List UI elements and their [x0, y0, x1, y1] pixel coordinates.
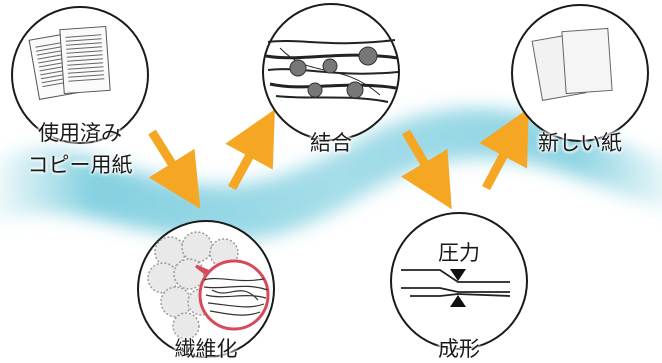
magnifier-icon: [195, 259, 270, 331]
label-pressure: 圧力: [438, 241, 480, 265]
stage-bonding: [262, 3, 400, 141]
label-bonding: 結合: [310, 131, 352, 155]
label-fiberization: 繊維化: [174, 337, 238, 361]
press-icon: [401, 269, 511, 307]
label-used-paper-line1: 使用済み: [38, 121, 122, 145]
arrow-forming-to-new: [479, 108, 529, 191]
stage-new-paper: [511, 4, 649, 142]
arrow-used-to-fiber: [148, 129, 201, 209]
paper-stack-icon: [28, 25, 111, 100]
label-new-paper: 新しい紙: [538, 131, 622, 155]
arrow-bonding-to-forming: [401, 129, 452, 210]
fiber-bonding-icon: [265, 39, 399, 103]
label-used-paper-line2: コピー用紙: [27, 153, 133, 177]
flow-arrows: [148, 108, 529, 210]
stage-fiberization: [137, 220, 275, 358]
arrow-fiber-to-bonding: [225, 109, 275, 191]
stage-used-paper: [11, 6, 149, 144]
label-forming: 成形: [438, 337, 480, 361]
fiber-particles: [289, 46, 378, 99]
stage-forming: [390, 212, 528, 350]
new-paper-icon: [531, 27, 613, 101]
